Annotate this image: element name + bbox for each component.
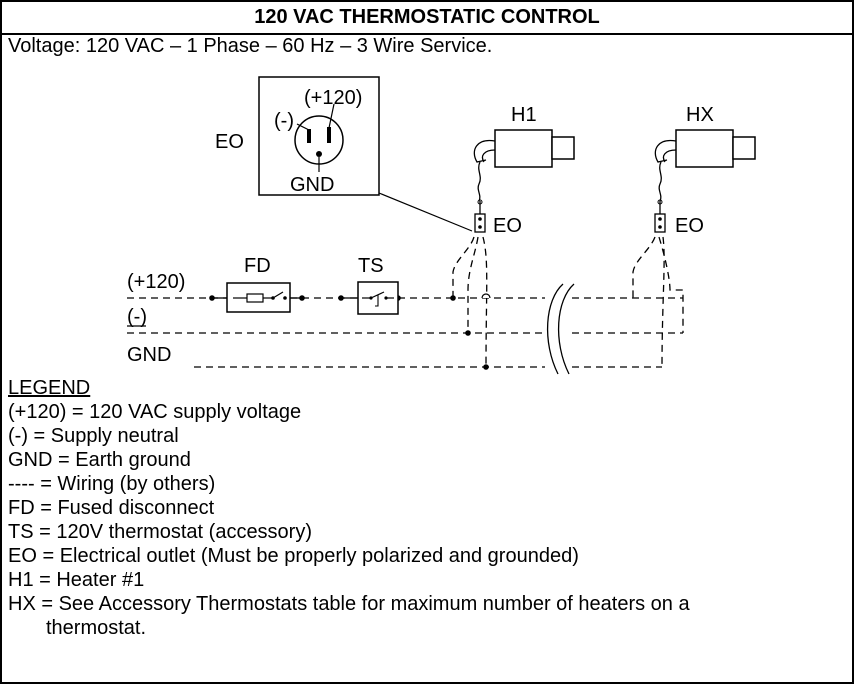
heater-hx-body [675,129,734,168]
heater-h1-outlet-icon [474,213,486,233]
legend-title: LEGEND [8,377,91,399]
outlet-detail: EO (+120) (-) GND [215,76,473,232]
thermostat-label: TS [358,255,384,277]
heater-hx-outlet-icon [654,213,666,233]
heater-hx: HX EO [654,104,756,237]
line-ground-label: GND [127,344,171,366]
legend-entry: EO = Electrical outlet (Must be properly… [8,545,579,567]
outlet-detail-leader [378,192,473,232]
field-wiring [127,236,684,368]
line-hot-label: (+120) [127,271,185,293]
legend-entry: FD = Fused disconnect [8,497,215,519]
line-neutral-label: (-) [127,306,147,328]
legend-entry: (+120) = 120 VAC supply voltage [8,401,302,423]
legend-entry: H1 = Heater #1 [8,569,145,591]
heater-h1: H1 EO [473,104,575,237]
legend-entry: GND = Earth ground [8,449,191,471]
fuse-icon [246,293,264,303]
fused-disconnect: FD [212,255,302,313]
heater-h1-outlet-label: EO [493,215,522,237]
fused-disconnect-label: FD [244,255,271,277]
heater-hx-outlet-label: EO [675,215,704,237]
outlet-detail-label: EO [215,131,244,153]
page-title: 120 VAC THERMOSTATIC CONTROL [2,2,852,35]
heater-h1-nozzle [551,136,575,160]
wiring-break [546,283,575,375]
legend-entry: (-) = Supply neutral [8,425,179,447]
heater-hx-label: HX [686,104,714,126]
switch-icon [272,291,284,299]
heater-hx-nozzle [732,136,756,160]
legend-entry: HX = See Accessory Thermostats table for… [8,593,690,615]
legend-entry-continuation: thermostat. [46,617,147,639]
legend-entry: ---- = Wiring (by others) [8,473,216,495]
outlet-neutral-label: (-) [274,110,294,132]
heater-h1-body [494,129,553,168]
outlet-detail-box [258,76,380,196]
outlet-hot-label: (+120) [304,87,362,109]
voltage-spec: Voltage: 120 VAC – 1 Phase – 60 Hz – 3 W… [8,35,493,57]
legend-entry: TS = 120V thermostat (accessory) [8,521,313,543]
outlet-ground-label: GND [290,174,334,196]
heater-h1-label: H1 [511,104,537,126]
legend: LEGEND (+120) = 120 VAC supply voltage (… [8,376,846,640]
thermostat: TS [341,255,399,315]
receptacle-icon [294,103,344,172]
